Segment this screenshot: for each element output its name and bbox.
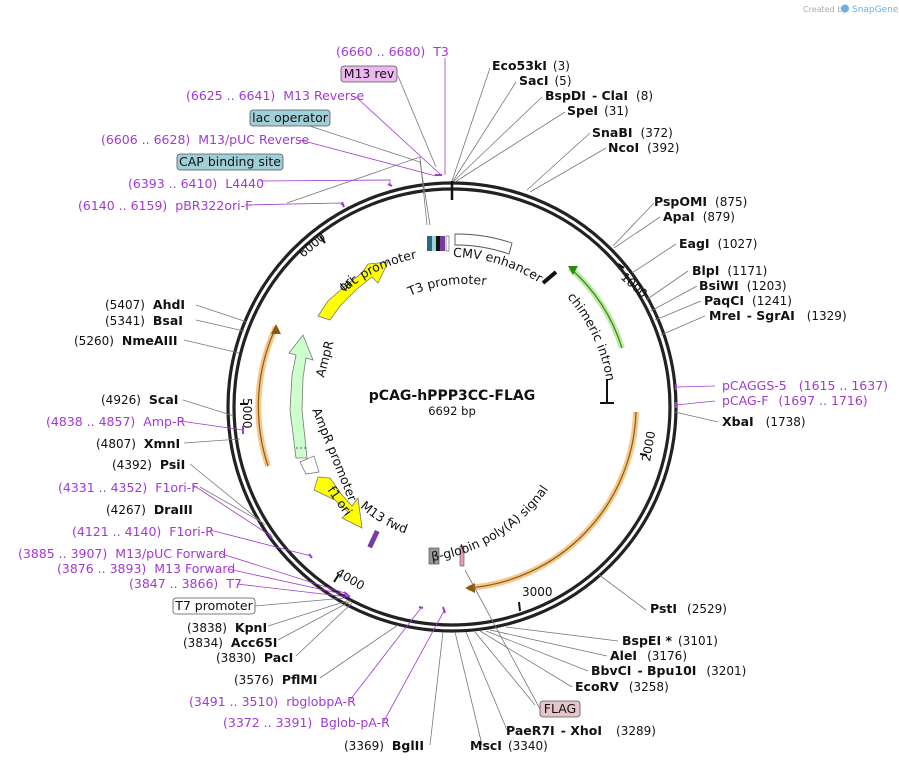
brand-name: SnapGene bbox=[852, 5, 899, 15]
enzyme-xbai: XbaI(1738) bbox=[722, 414, 806, 429]
enzyme-draiii: (4267)DraIII bbox=[106, 502, 193, 517]
enzyme-alei: AleI(3176) bbox=[610, 648, 687, 663]
ori-feature bbox=[317, 261, 389, 321]
primer-m13-puc-reverse: (6606 .. 6628)M13/pUC Reverse bbox=[101, 132, 310, 147]
enzyme-pflmi: (3576)PflMI bbox=[234, 672, 317, 687]
enzyme-bbvci-bpu10i: BbvCI- Bpu10I(3201) bbox=[591, 663, 746, 678]
primer-amp-r: (4838 .. 4857)Amp-R bbox=[46, 414, 185, 429]
t7-promoter-box: T7 promoter bbox=[172, 597, 256, 615]
tick-label-6000: 6000 bbox=[296, 230, 328, 260]
flag-box: FLAG bbox=[539, 700, 581, 718]
primer-f1ori-f: (4331 .. 4352)F1ori-F bbox=[58, 480, 198, 495]
enzyme-eco53ki: Eco53kI(3) bbox=[492, 58, 570, 73]
enzyme-msci: MscI(3340) bbox=[470, 738, 548, 753]
cmv-enhancer-feature bbox=[454, 233, 513, 255]
svg-text:CAP binding site: CAP binding site bbox=[179, 154, 281, 169]
enzyme-ecorv: EcoRV(3258) bbox=[575, 679, 669, 694]
tick-label-4000: 4000 bbox=[334, 565, 367, 592]
primer-m13-forward: (3876 .. 3893)M13 Forward bbox=[57, 561, 235, 576]
lac-operator-block bbox=[427, 236, 432, 251]
intron-arrowhead-icon bbox=[568, 266, 578, 275]
enzyme-bsiwi: BsiWI(1203) bbox=[699, 278, 787, 293]
m13-fwd-label: M13 fwd bbox=[358, 498, 410, 537]
enzyme-ahdi: (5407)AhdI bbox=[105, 297, 185, 312]
polya-signal-label: β-globin poly(A) signal bbox=[430, 482, 551, 564]
ampr-promoter-feature bbox=[299, 455, 320, 475]
t3-promoter-label: T3 promoter bbox=[404, 272, 488, 299]
enzyme-saci: SacI(5) bbox=[519, 73, 572, 88]
snapgene-logo-icon bbox=[841, 4, 849, 13]
polya-arrowhead-icon bbox=[465, 583, 475, 593]
tick-marks bbox=[240, 235, 648, 612]
primer-pcag-f: pCAG-F(1697 .. 1716) bbox=[722, 393, 868, 408]
enzyme-paer7i-xhoi: PaeR7I- XhoI(3289) bbox=[506, 723, 656, 738]
enzyme-acc65i: (3834)Acc65I bbox=[183, 635, 277, 650]
t3-promoter-block bbox=[436, 236, 440, 251]
enzyme-bspdi-clai: BspDI- ClaI(8) bbox=[545, 88, 653, 103]
enzyme-bspei: BspEI *(3101) bbox=[622, 633, 718, 648]
svg-text:lac operator: lac operator bbox=[252, 110, 329, 125]
primer-t7: (3847 .. 3866)T7 bbox=[129, 576, 242, 591]
primer-m13-puc-forward: (3885 .. 3907)M13/pUC Forward bbox=[18, 546, 226, 561]
polya-arc bbox=[467, 411, 637, 589]
primer-rbglobpa-r: (3491 .. 3510)rbglobpA-R bbox=[189, 694, 356, 709]
enzyme-bglii: (3369)BglII bbox=[344, 738, 424, 753]
intron-start-marker bbox=[541, 270, 558, 285]
enzyme-psii: (4392)PsiI bbox=[112, 457, 185, 472]
f1-ori-feature bbox=[313, 476, 363, 529]
primer-l4440: (6393 .. 6410)L4440 bbox=[128, 176, 264, 191]
primer-t3: (6660 .. 6680)T3 bbox=[336, 44, 449, 59]
svg-text:T7 promoter: T7 promoter bbox=[174, 598, 253, 613]
enzyme-apai: ApaI(879) bbox=[663, 209, 735, 224]
primer-m13-reverse: (6625 .. 6641)M13 Reverse bbox=[186, 88, 364, 103]
tick-label-3000: 3000 bbox=[522, 585, 553, 599]
tick-label-2000: 2000 bbox=[639, 430, 658, 463]
primer-pbr322ori-f: (6140 .. 6159)pBR322ori-F bbox=[78, 198, 252, 213]
m13-rev-box: M13 rev bbox=[340, 65, 398, 83]
svg-text:FLAG: FLAG bbox=[544, 701, 576, 716]
chimeric-intron-label: chimeric intron bbox=[565, 289, 619, 382]
intron-arc bbox=[569, 267, 623, 349]
enzyme-leaders bbox=[182, 67, 719, 746]
plasmid-name: pCAG-hPPP3CC-FLAG bbox=[369, 388, 535, 404]
svg-text:M13 rev: M13 rev bbox=[344, 66, 395, 81]
cap-site-block bbox=[432, 236, 436, 251]
enzyme-eagi: EagI(1027) bbox=[679, 236, 757, 251]
left-arc-arrowhead-icon bbox=[271, 324, 281, 334]
enzyme-mrei-sgrai: MreI- SgrAI(1329) bbox=[709, 308, 847, 323]
cap-binding-site-box: CAP binding site bbox=[176, 153, 284, 171]
primer-bglob-pa-r: (3372 .. 3391)Bglob-pA-R bbox=[223, 715, 390, 730]
lac-promoter-block bbox=[445, 235, 450, 252]
enzyme-psti: PstI(2529) bbox=[650, 601, 727, 616]
plasmid-size: 6692 bp bbox=[428, 404, 476, 418]
enzyme-snabi: SnaBI(372) bbox=[592, 125, 673, 140]
enzyme-ncoi: NcoI(392) bbox=[608, 140, 679, 155]
enzyme-spei: SpeI(31) bbox=[567, 103, 629, 118]
enzyme-pspomi: PspOMI(875) bbox=[654, 194, 747, 209]
enzyme-bsai: (5341)BsaI bbox=[105, 313, 183, 328]
primer-leaders bbox=[179, 58, 716, 722]
lac-operator-box: lac operator bbox=[249, 109, 331, 127]
enzyme-xmni: (4807)XmnI bbox=[96, 436, 180, 451]
feature-arc-left bbox=[257, 326, 277, 467]
brand-prefix: Created by bbox=[803, 5, 847, 14]
enzyme-scai: (4926)ScaI bbox=[101, 392, 178, 407]
ampr-feature bbox=[288, 334, 314, 459]
tick-label-5000: 5000 bbox=[240, 398, 254, 429]
snapgene-brand: Created by SnapGene bbox=[803, 4, 899, 15]
beta-globin-block bbox=[428, 547, 440, 565]
enzyme-nmeaiii: (5260)NmeAIII bbox=[74, 333, 178, 348]
primer-f1ori-r: (4121 .. 4140)F1ori-R bbox=[72, 524, 214, 539]
primer-pcaggs-5: pCAGGS-5(1615 .. 1637) bbox=[722, 378, 888, 393]
m13-fwd-block bbox=[367, 529, 380, 549]
enzyme-kpni: (3838)KpnI bbox=[187, 620, 267, 635]
m13-rev-block bbox=[440, 236, 445, 251]
enzyme-paci: (3830)PacI bbox=[216, 650, 293, 665]
enzyme-blpi: BlpI(1171) bbox=[692, 263, 767, 278]
enzyme-paqci: PaqCI(1241) bbox=[704, 293, 792, 308]
flag-block bbox=[459, 545, 465, 567]
ampr-label: AmpR bbox=[312, 339, 336, 379]
